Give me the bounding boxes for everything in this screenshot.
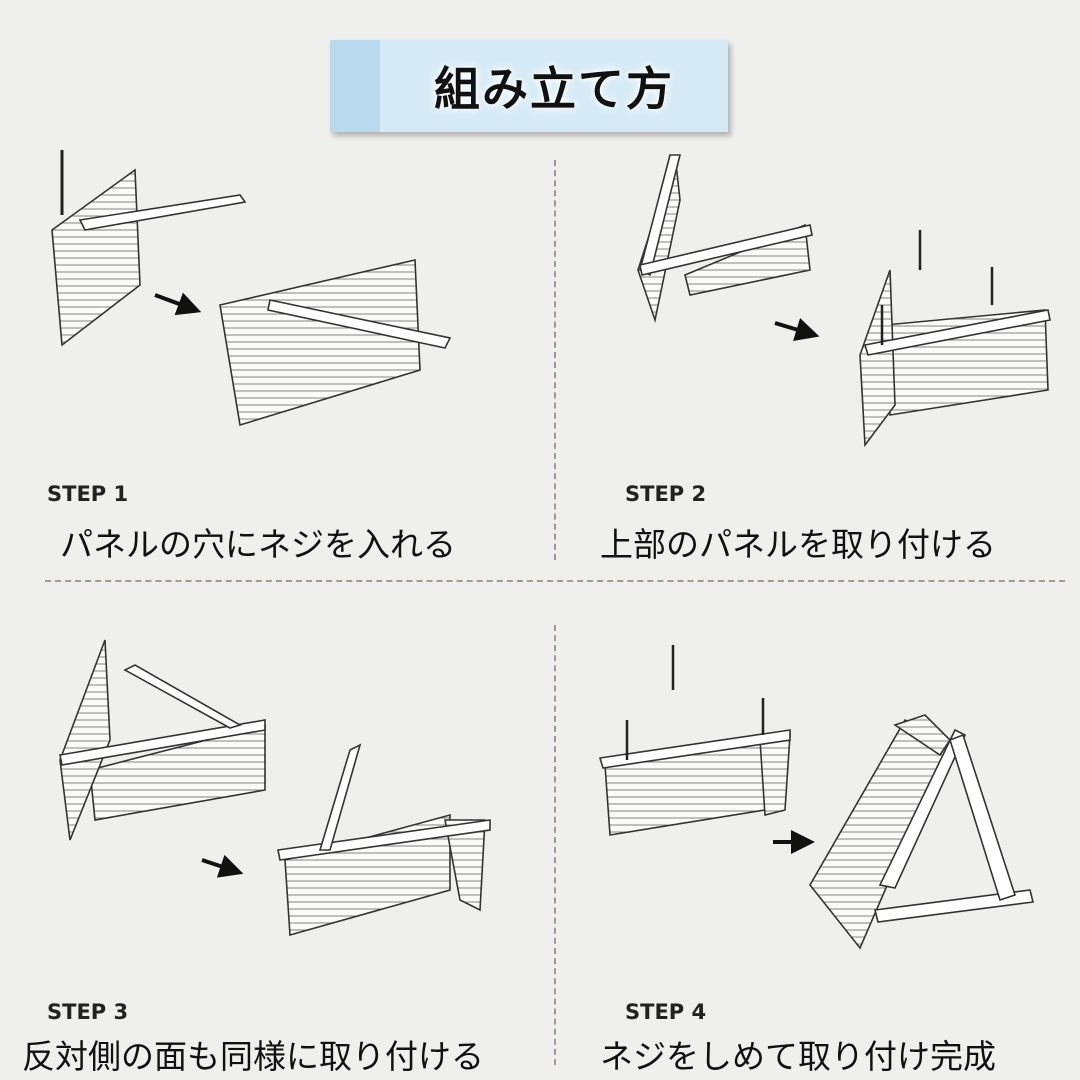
vertical-divider-bottom: [554, 625, 556, 1065]
bracket: [639, 154, 682, 277]
side-panel: [759, 734, 791, 817]
arrow-icon: [154, 292, 202, 316]
step4-caption: ネジをしめて取り付け完成: [600, 1037, 996, 1076]
step3-label: STEP 3: [47, 1000, 129, 1024]
step2-label: STEP 2: [625, 482, 707, 506]
bracket: [863, 309, 1051, 356]
bracket: [318, 743, 362, 851]
title-accent: [330, 40, 380, 132]
title-banner: 組み立て方: [330, 40, 728, 132]
bracket: [874, 889, 1034, 923]
step2-illustration: [637, 154, 1051, 448]
step3-caption: 反対側の面も同様に取り付ける: [22, 1037, 484, 1076]
panel: [284, 813, 451, 937]
panel: [219, 259, 421, 427]
bracket: [878, 728, 967, 889]
arrow-icon: [201, 854, 244, 878]
bracket: [639, 224, 813, 276]
side-panel: [59, 639, 111, 841]
page-title: 組み立て方: [434, 62, 674, 116]
bracket: [78, 194, 247, 231]
step4-illustration: [598, 645, 1034, 950]
step4-label: STEP 4: [625, 1000, 707, 1024]
bracket: [123, 664, 243, 729]
step2-caption: 上部のパネルを取り付ける: [600, 525, 996, 564]
step1-caption: パネルの穴にネジを入れる: [60, 525, 456, 564]
step1-illustration: [51, 150, 452, 427]
side-panel: [51, 168, 141, 347]
bracket: [277, 819, 491, 861]
step1-label: STEP 1: [47, 482, 129, 506]
side-panel: [859, 269, 896, 448]
bracket: [267, 299, 452, 349]
bracket: [59, 719, 266, 766]
side-panel: [444, 819, 486, 912]
vertical-divider-top: [554, 160, 556, 560]
arrow-icon: [774, 318, 820, 342]
bracket: [598, 729, 791, 769]
horizontal-divider: [45, 580, 1065, 582]
bracket: [949, 733, 1017, 902]
step3-illustration: [59, 639, 491, 937]
